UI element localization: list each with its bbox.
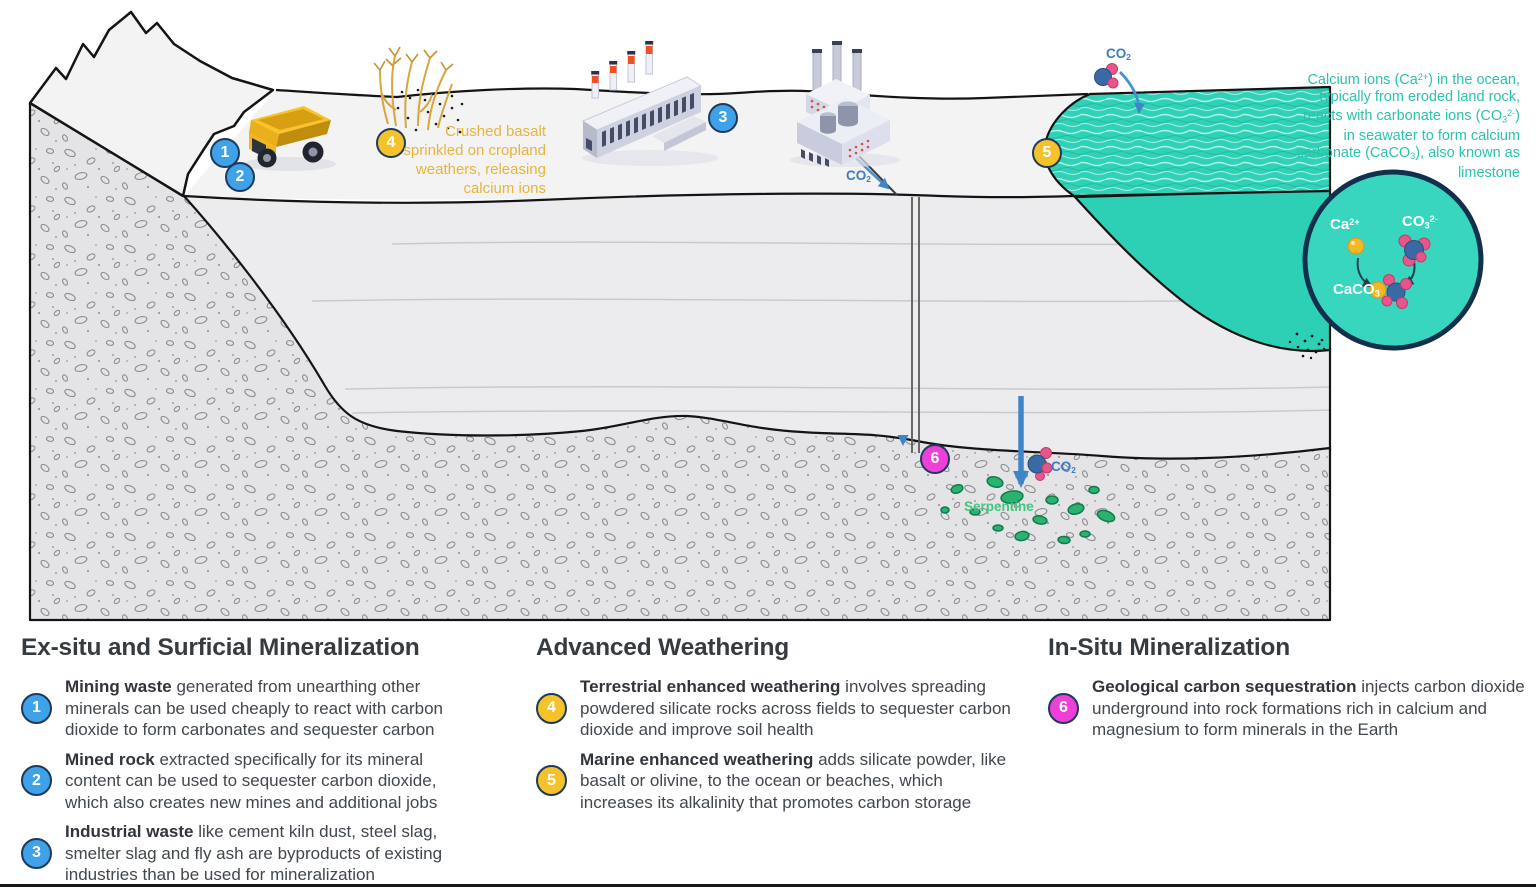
legend-marker-4: 4 bbox=[536, 692, 567, 724]
power-plant-icon bbox=[790, 41, 900, 167]
legend-item-text: Geological carbon sequestration injects … bbox=[1092, 677, 1525, 739]
marker-1-number: 1 bbox=[220, 144, 230, 161]
legend-item-text: Terrestrial enhanced weathering involves… bbox=[580, 677, 1011, 739]
legend-marker-1: 1 bbox=[21, 692, 52, 724]
marker-3-number: 3 bbox=[718, 109, 728, 126]
legend-marker-3: 3 bbox=[21, 837, 52, 869]
inset-caco3-label: CaCO3 bbox=[1333, 281, 1380, 299]
carbonate-ion-molecule bbox=[1398, 234, 1431, 267]
legend-marker-2: 2 bbox=[21, 765, 52, 797]
basalt-note-line: Crushed basalt bbox=[445, 123, 546, 140]
bedrock-layer bbox=[28, 101, 1332, 622]
legend-item-text: Mining waste generated from unearthing o… bbox=[65, 677, 443, 739]
section-title: Ex-situ and Surficial Mineralization bbox=[21, 634, 420, 661]
legend-item-mined-rock: 2 Mined rock extracted specifically for … bbox=[21, 749, 466, 814]
ocean-note-line: Calcium ions (Ca2+) in the ocean, bbox=[1307, 72, 1520, 89]
marker-6-number: 6 bbox=[930, 450, 940, 467]
surface-front-line bbox=[183, 192, 1075, 204]
ocean-chemistry-note: Calcium ions (Ca2+) in the ocean, typica… bbox=[1280, 69, 1520, 181]
co2-label-plant: CO2 bbox=[846, 168, 871, 185]
legend-item-text: Industrial waste like cement kiln dust, … bbox=[65, 822, 443, 884]
marker-5-number: 5 bbox=[1042, 144, 1052, 161]
co2-molecule-underground bbox=[1027, 447, 1053, 481]
marker-4-number: 4 bbox=[386, 134, 396, 151]
marker-2-number: 2 bbox=[235, 168, 245, 185]
legend-item-mining-waste: 1 Mining waste generated from unearthing… bbox=[21, 676, 466, 741]
bottom-divider bbox=[0, 884, 1536, 887]
legend-section-in-situ: In-Situ Mineralization 6 Geological carb… bbox=[1048, 634, 1528, 741]
legend-section-advanced-weathering: Advanced Weathering 4 Terrestrial enhanc… bbox=[536, 634, 1016, 813]
ocean-note-line: typically from eroded land rock, bbox=[1319, 88, 1520, 105]
marker-6-geological-sequestration: 6 bbox=[920, 444, 950, 474]
seafloor-sediment-dots bbox=[1288, 332, 1326, 360]
section-title: In-Situ Mineralization bbox=[1048, 634, 1290, 661]
legend-item-terrestrial-weathering: 4 Terrestrial enhanced weathering involv… bbox=[536, 676, 1016, 741]
legend-section-ex-situ: Ex-situ and Surficial Mineralization 1 M… bbox=[21, 634, 466, 886]
reaction-inset bbox=[1302, 169, 1484, 351]
legend-item-marine-weathering: 5 Marine enhanced weathering adds silica… bbox=[536, 749, 1016, 814]
mountain bbox=[28, 10, 275, 198]
inset-calcium-label: Ca2+ bbox=[1330, 216, 1360, 233]
legend-item-geological-sequestration: 6 Geological carbon sequestration inject… bbox=[1048, 676, 1528, 741]
ocean-note-line: carbonate (CaCO3), also known as bbox=[1296, 144, 1520, 161]
marker-4-terrestrial-weathering: 4 bbox=[376, 128, 406, 158]
ocean-note-line: limestone bbox=[1457, 164, 1520, 181]
ocean-note-line: reacts with carbonate ions (CO32-) bbox=[1303, 108, 1520, 125]
co2-arrow-ocean bbox=[1119, 71, 1146, 114]
terrain-back-edge bbox=[275, 87, 1089, 100]
basalt-note-line: calcium ions bbox=[463, 180, 546, 197]
calcium-carbonate-molecule bbox=[1369, 274, 1412, 309]
co2-label-underground: CO2 bbox=[1051, 459, 1076, 476]
calcium-ion-ball bbox=[1347, 237, 1365, 255]
mining-truck-icon bbox=[244, 106, 336, 171]
marker-2-mined-rock: 2 bbox=[225, 162, 255, 192]
section-title: Advanced Weathering bbox=[536, 634, 790, 661]
legend-item-text: Mined rock extracted specifically for it… bbox=[65, 749, 438, 812]
ocean-note-line: in seawater to form calcium bbox=[1343, 128, 1520, 145]
factory-icon bbox=[581, 41, 718, 166]
inset-carbonate-label: CO32- bbox=[1402, 213, 1438, 231]
basalt-note-line: sprinkled on cropland bbox=[403, 142, 546, 159]
legend-marker-5: 5 bbox=[536, 765, 567, 797]
cross-section-illustration bbox=[28, 10, 1484, 622]
wheat-crop-icon bbox=[373, 46, 464, 134]
legend-item-industrial-waste: 3 Industrial waste like cement kiln dust… bbox=[21, 821, 466, 886]
legend-item-text: Marine enhanced weathering adds silicate… bbox=[580, 749, 1007, 812]
legend-marker-6: 6 bbox=[1048, 692, 1079, 724]
serpentine-label: Serpentine bbox=[964, 499, 1034, 514]
serpentine-minerals bbox=[940, 475, 1116, 545]
basalt-dust-dots bbox=[396, 88, 464, 134]
basalt-note-line: weathers, releasing bbox=[415, 161, 546, 178]
co2-molecule-ocean bbox=[1094, 63, 1119, 89]
marker-3-industrial-waste: 3 bbox=[708, 103, 738, 133]
basalt-note: Crushed basalt sprinkled on cropland wea… bbox=[396, 122, 546, 198]
marker-5-marine-weathering: 5 bbox=[1032, 138, 1062, 168]
co2-label-ocean: CO2 bbox=[1106, 46, 1131, 63]
